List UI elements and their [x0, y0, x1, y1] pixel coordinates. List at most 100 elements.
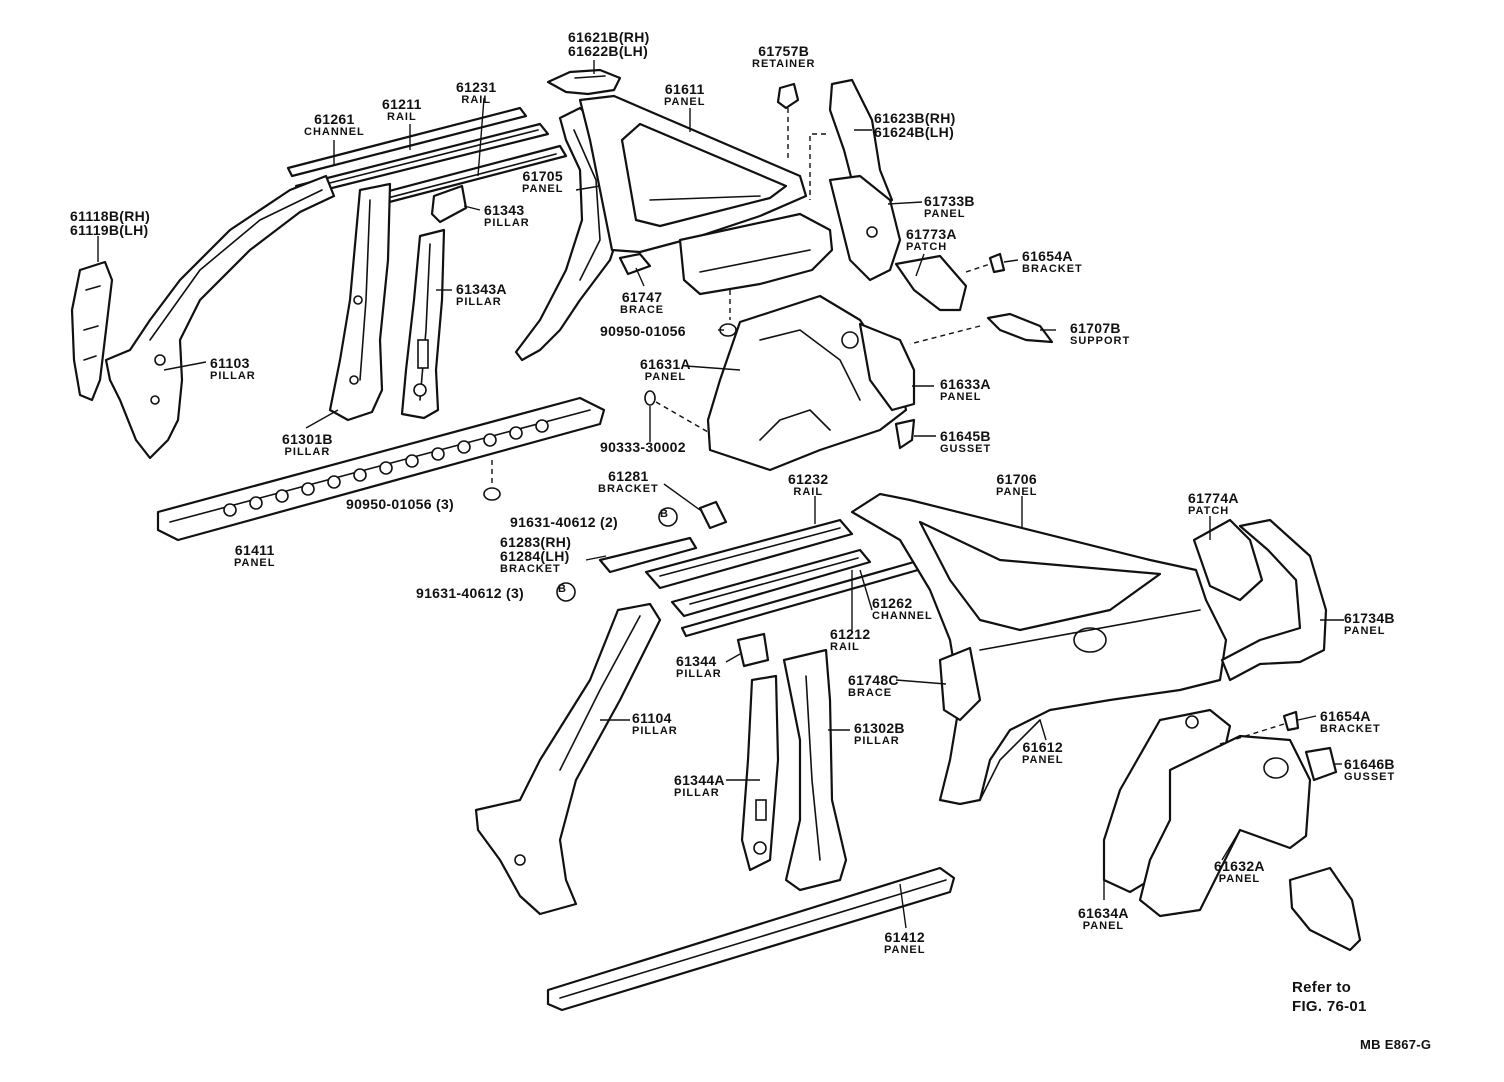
- part-name: CHANNEL: [872, 610, 933, 622]
- part-name: PANEL: [664, 96, 706, 108]
- part-61103-pillar: [104, 174, 336, 460]
- label-91631-a: 91631-40612 (2): [510, 515, 618, 531]
- part-61621B-drawing: [546, 68, 622, 96]
- part-number: 61281: [608, 468, 649, 484]
- bolt-marker-b-a: B: [660, 509, 668, 520]
- part-number: 61344A: [674, 772, 725, 788]
- part-61344A-pillar: [740, 674, 780, 872]
- part-number: 61734B: [1344, 610, 1395, 626]
- part-61733B-panel: [828, 174, 902, 282]
- part-90950-grommet-b: [483, 460, 501, 501]
- refer-line-1: Refer to: [1292, 979, 1352, 996]
- part-61301B-pillar: [328, 182, 392, 422]
- part-number: 61623B(RH): [874, 110, 956, 126]
- part-name: PANEL: [644, 371, 687, 383]
- part-name: RAIL: [461, 94, 492, 106]
- part-name: PATCH: [1188, 505, 1230, 517]
- part-name: PILLAR: [854, 735, 900, 747]
- part-number: 61622B(LH): [568, 43, 649, 59]
- part-name: PANEL: [1218, 873, 1261, 885]
- part-number: 61733B: [924, 193, 975, 209]
- part-number: 61773A: [906, 226, 957, 242]
- bolt-marker-letter: B: [660, 508, 668, 520]
- label-90950-b: 90950-01056 (3): [346, 497, 454, 511]
- leader-61623B-dash: [809, 133, 826, 200]
- part-61757B-retainer: [776, 82, 800, 110]
- label-61283: 61283(RH)61284(LH)BRACKET: [500, 535, 571, 575]
- label-61621B: 61621B(RH)61622B(LH): [568, 30, 650, 58]
- label-91631-b: 91631-40612 (3): [416, 586, 524, 602]
- part-number: 61654A: [1320, 708, 1371, 724]
- part-61707B-support: [986, 312, 1054, 344]
- part-number: 61262: [872, 595, 913, 611]
- part-number: 61624B(LH): [874, 124, 955, 140]
- part-name: BRACKET: [500, 563, 561, 575]
- label-61118B: 61118B(RH)61119B(LH): [70, 209, 150, 237]
- part-refer-fig-76-01: [1288, 866, 1362, 952]
- bolt-marker-b-b: B: [558, 584, 566, 595]
- part-61343A-pillar: [400, 228, 446, 420]
- part-61104-pillar: [474, 602, 662, 916]
- part-name: PILLAR: [210, 370, 256, 382]
- part-name: GUSSET: [1344, 771, 1396, 783]
- part-number: 90950-01056: [600, 323, 686, 339]
- bolt-marker-letter: B: [558, 583, 566, 595]
- part-number: 61611: [664, 81, 705, 97]
- part-name: BRACKET: [1022, 263, 1083, 275]
- part-name: RETAINER: [752, 58, 816, 70]
- part-61773A-patch: [894, 254, 968, 312]
- part-61645B-gusset: [894, 418, 916, 450]
- part-number: 61104: [632, 710, 672, 726]
- part-61411-panel: [156, 396, 606, 542]
- part-61747-brace: [618, 252, 652, 276]
- part-number: 61705: [522, 168, 563, 184]
- part-number: 61411: [234, 542, 275, 558]
- part-number: 61343: [484, 202, 525, 218]
- part-name: PANEL: [924, 208, 966, 220]
- part-name: PILLAR: [456, 296, 502, 308]
- part-name: PANEL: [940, 391, 982, 403]
- part-name: BRACE: [848, 687, 893, 699]
- part-number: 90333-30002: [600, 439, 686, 455]
- part-90950-grommet-a: [719, 290, 737, 337]
- part-61646B-gusset: [1304, 746, 1338, 782]
- part-number: 61774A: [1188, 490, 1239, 506]
- rocker-holes: [223, 419, 549, 517]
- part-number: 61645B: [940, 428, 991, 444]
- part-name: RAIL: [387, 111, 417, 123]
- part-number: 91631-40612 (2): [510, 514, 619, 530]
- part-name: BRACKET: [1320, 723, 1381, 735]
- leader-61654A-dash: [965, 263, 991, 273]
- part-61611-panel: [578, 94, 808, 254]
- part-name: PILLAR: [632, 725, 678, 737]
- part-name: PILLAR: [484, 217, 530, 229]
- part-name: PANEL: [234, 557, 276, 569]
- part-61232-rail: [644, 518, 854, 590]
- part-lower-arch-upper: [678, 212, 834, 296]
- part-name: PILLAR: [284, 446, 331, 458]
